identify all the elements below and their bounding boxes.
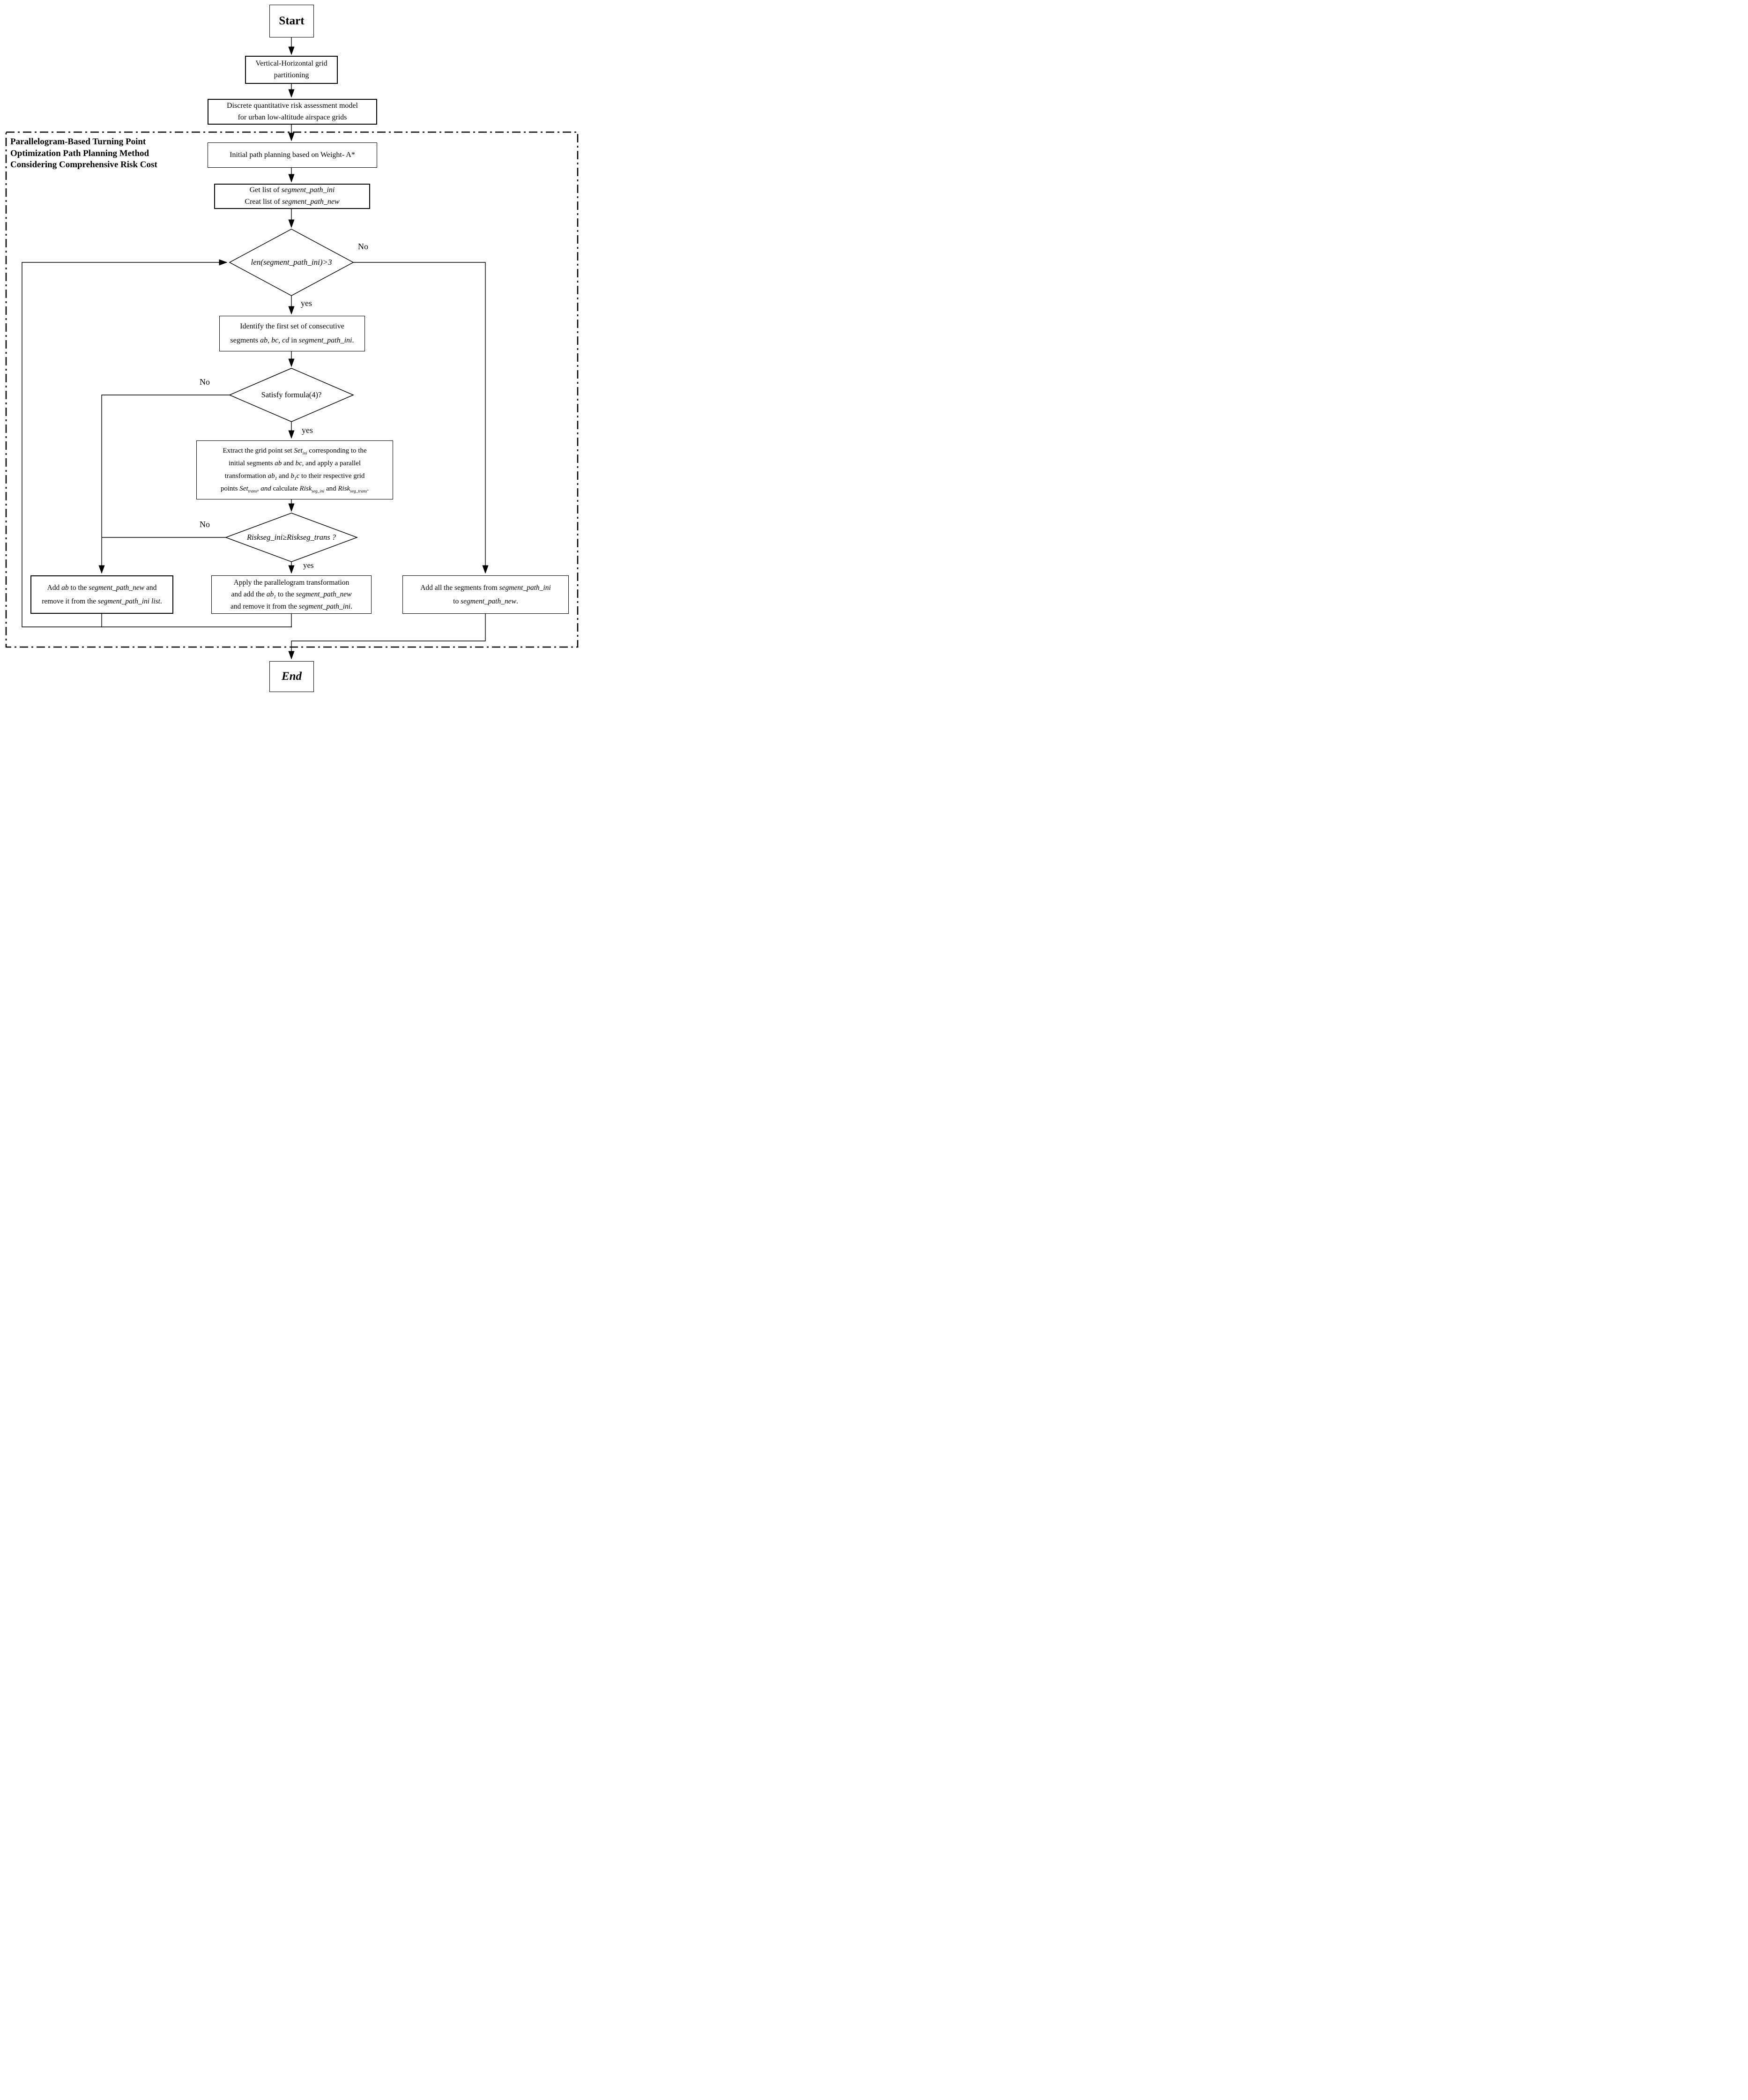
process-line: initial segments ab and bc, and apply a …: [228, 460, 361, 467]
process-line: for urban low-altitude airspace grids: [238, 113, 347, 121]
process-line: and remove it from the segment_path_ini.: [230, 602, 352, 611]
process-line: remove it from the segment_path_ini list…: [42, 597, 162, 605]
process-line: Identify the first set of consecutive: [240, 322, 344, 330]
end-node: End: [269, 661, 314, 692]
process-line: Extract the grid point set Setini corres…: [223, 447, 367, 456]
end-label: End: [281, 670, 302, 683]
process-line: Creat list of segment_path_new: [245, 198, 340, 206]
process-line: Discrete quantitative risk assessment mo…: [227, 101, 358, 110]
decision-len-text: len(segment_path_ini)>3: [230, 250, 353, 275]
decision-len-diamond: [229, 229, 354, 296]
decision-risk-diamond: [224, 513, 358, 562]
process-initial-path-planning: Initial path planning based on Weight- A…: [208, 142, 377, 168]
decision-line: Riskseg_ini≥Riskseg_trans ?: [246, 533, 336, 542]
method-region-label-line: Parallelogram-Based Turning Point: [10, 137, 146, 147]
start-node: Start: [269, 5, 314, 37]
branch-label-yes: yes: [301, 298, 312, 308]
process-line: partitioning: [274, 71, 309, 79]
process-line: Initial path planning based on Weight- A…: [230, 150, 355, 159]
process-line: Add ab to the segment_path_new and: [47, 583, 157, 592]
edge-d2-no-to-addab: [98, 395, 230, 574]
process-risk-model: Discrete quantitative risk assessment mo…: [208, 99, 377, 125]
method-region-label-line: Considering Comprehensive Risk Cost: [10, 160, 157, 170]
method-region-label: Parallelogram-Based Turning Point Optimi…: [10, 136, 193, 171]
process-add-all-segments: Add all the segments from segment_path_i…: [402, 575, 569, 614]
branch-label-yes: yes: [303, 561, 314, 570]
edge-addall-to-end: [288, 614, 486, 660]
decision-formula-text: Satisfy formula(4)?: [230, 383, 353, 407]
process-line: segments ab, bc, cd in segment_path_ini.: [230, 336, 354, 344]
branch-label-no: No: [200, 377, 210, 387]
branch-label-no: No: [200, 520, 210, 529]
method-region-label-line: Optimization Path Planning Method: [10, 148, 149, 158]
start-label: Start: [279, 14, 305, 27]
process-line: Add all the segments from segment_path_i…: [420, 583, 551, 592]
process-line: Get list of segment_path_ini: [249, 186, 335, 194]
process-line: transformation ab1 and b1c to their resp…: [224, 472, 365, 481]
edge-loop-back-to-d1: [22, 259, 292, 627]
decision-line: Satisfy formula(4)?: [261, 390, 322, 400]
process-line: Apply the parallelogram transformation: [233, 578, 350, 587]
process-get-lists: Get list of segment_path_ini Creat list …: [214, 184, 370, 209]
process-extract-transform: Extract the grid point set Setini corres…: [196, 440, 393, 499]
process-identify-segments: Identify the first set of consecutive se…: [219, 316, 365, 351]
process-line: to segment_path_new.: [453, 597, 518, 605]
process-apply-transform: Apply the parallelogram transformation a…: [211, 575, 372, 614]
flowchart-wires: [5, 37, 579, 660]
edge-d1-no-to-addall: [353, 262, 489, 574]
process-line: Vertical-Horizontal grid: [255, 60, 327, 68]
branch-label-yes: yes: [302, 425, 313, 435]
process-line: points Settrans, and calculate Riskseg_i…: [220, 485, 369, 494]
process-add-ab: Add ab to the segment_path_new and remov…: [30, 575, 173, 614]
flowchart-canvas: Parallelogram-Based Turning Point Optimi…: [0, 0, 583, 700]
decision-risk-text: Riskseg_ini≥Riskseg_trans ?: [226, 526, 357, 549]
decision-line: len(segment_path_ini)>3: [251, 257, 332, 267]
branch-label-no: No: [358, 242, 368, 251]
decision-formula-diamond: [229, 368, 354, 422]
process-line: and add the ab1 to the segment_path_new: [231, 590, 352, 600]
method-region-border: [5, 131, 579, 648]
process-grid-partitioning: Vertical-Horizontal grid partitioning: [245, 56, 338, 84]
